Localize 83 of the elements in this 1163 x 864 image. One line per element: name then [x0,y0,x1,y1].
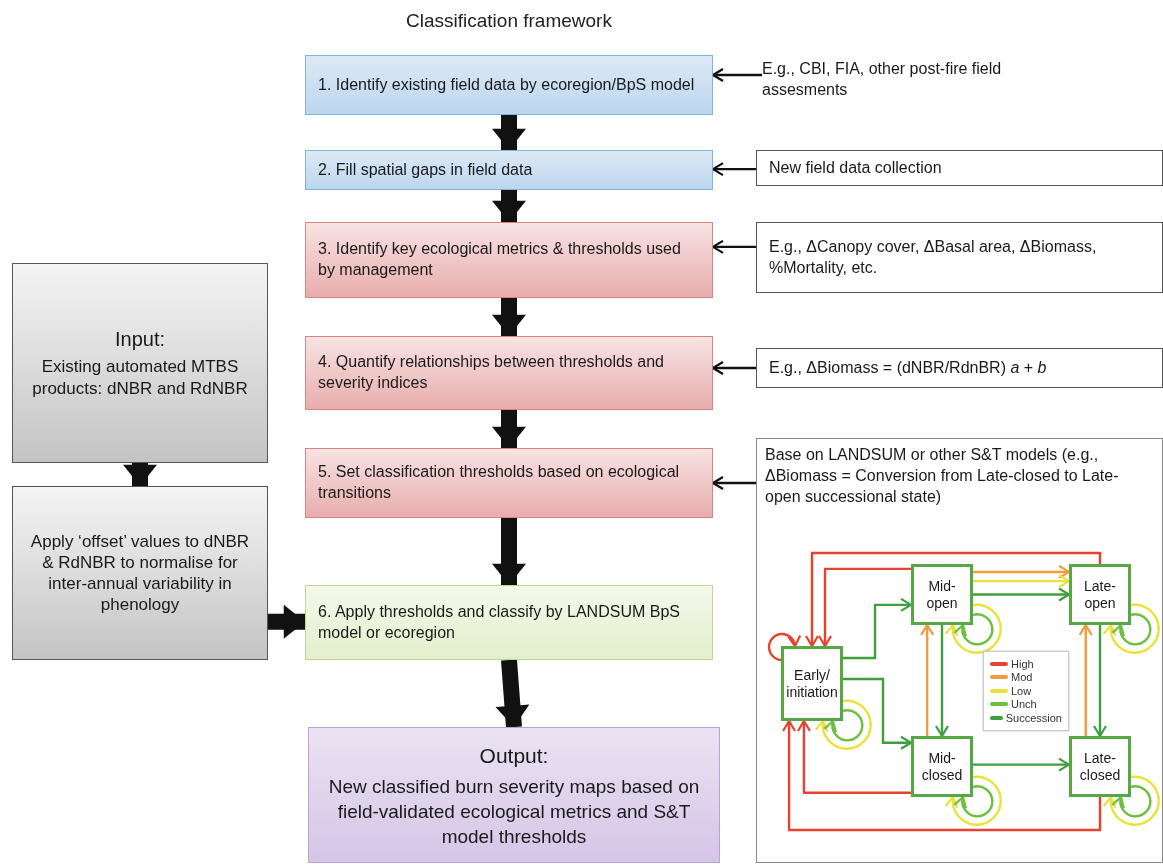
loop-arrow [953,785,994,818]
arrow [804,551,1102,648]
state-box [911,564,973,625]
arrow [817,567,911,648]
step-text: 6. Apply thresholds and classify by LANDSUM BpS model or ecoregion [318,601,681,643]
state-label: Early/initiation [785,666,839,701]
state-label: Late-closed [1078,749,1122,784]
output-text: New classified burn severity maps based on field-validated ecological metrics and S&T model thresholds [327,775,701,849]
arrow [973,564,1071,580]
block-arrow [123,463,157,486]
state-box [1069,736,1131,797]
block-arrow [492,115,526,150]
arrow [781,719,1102,832]
loop-arrow [1103,603,1160,654]
arrow [711,239,756,254]
arrow [973,587,1071,602]
block-arrow [492,298,526,336]
arrow [1078,623,1093,736]
legend-label: Mod [1011,671,1033,684]
state-label: Late-open [1083,577,1117,612]
loop-arrow [1103,775,1160,826]
arrow [843,597,913,660]
step-text: 1. Identify existing field data by ecoregion/BpS model [318,74,696,95]
legend-label: Succession [1005,711,1062,724]
input-box [12,486,268,660]
input-text: Existing automated MTBS products: dNBR and RdNBR [31,356,249,399]
title: Classification framework [405,10,613,32]
note-text: E.g., ΔBiomass = (dNBR/RdnBR) a + b [769,357,1048,378]
block-arrow [495,659,530,728]
arrow [711,360,756,376]
step-text: 3. Identify key ecological metrics & thresholds used by management [318,239,682,280]
output-box [308,727,720,863]
arrow [711,162,756,177]
block-arrow [268,604,305,639]
legend-label: Low [1011,684,1032,697]
arrow [973,574,1071,589]
state-box [1069,564,1131,625]
loop-arrow [815,699,872,750]
note-box [756,348,1163,388]
loop-arrow [823,709,864,742]
step-box [305,150,713,190]
loop-arrow [945,775,1002,826]
state-label: Mid-closed [920,749,964,784]
input-text: Apply ‘offset’ values to dNBR & RdNBR to normalise for inter-annual variability in phenology [29,530,251,616]
loop-arrow [945,603,1002,654]
arrow [920,623,935,736]
note-text: E.g., CBI, FIA, other post-fire field assesments [762,59,1003,100]
block-arrow [492,518,526,585]
step-text: 5. Set classification thresholds based on ecological transitions [318,462,681,503]
state-box [911,736,973,797]
loop-arrow [1111,613,1152,646]
state-label: Mid-open [925,577,959,612]
model-panel [756,438,1163,863]
note-box [756,222,1163,293]
block-arrow [492,410,526,448]
step-box [305,222,713,298]
step-text: 4. Quantify relationships between thresholds and severity indices [318,352,665,393]
note-text: Base on LANDSUM or other S&T models (e.g., ΔBiomass = Conversion from Late-closed to Late-open successional state) [765,445,1120,507]
heading: Output: [479,743,549,769]
step-box [305,336,713,410]
step-box [305,585,713,660]
arrow [1092,625,1108,738]
loop-arrow [953,613,994,646]
arrow [711,67,762,83]
step-box [305,55,713,115]
block-arrow [492,190,526,222]
arrow [934,625,950,738]
note-text: E.g., ΔCanopy cover, ΔBasal area, ΔBiomass, %Mortality, etc. [769,236,1098,278]
arrow [843,677,913,750]
loop-arrow [1111,785,1152,818]
arrow [796,719,911,794]
legend-label: Unch [1011,698,1037,711]
loop-arrow [767,632,801,662]
arrow [973,757,1071,772]
note-text: New field data collection [769,157,943,178]
input-box [12,263,268,463]
note-box [756,150,1163,186]
step-text: 2. Fill spatial gaps in field data [318,159,534,180]
heading: Input: [114,327,165,353]
legend-label: High [1011,657,1034,670]
step-box [305,448,713,518]
arrow [711,475,756,491]
state-box [781,646,843,721]
